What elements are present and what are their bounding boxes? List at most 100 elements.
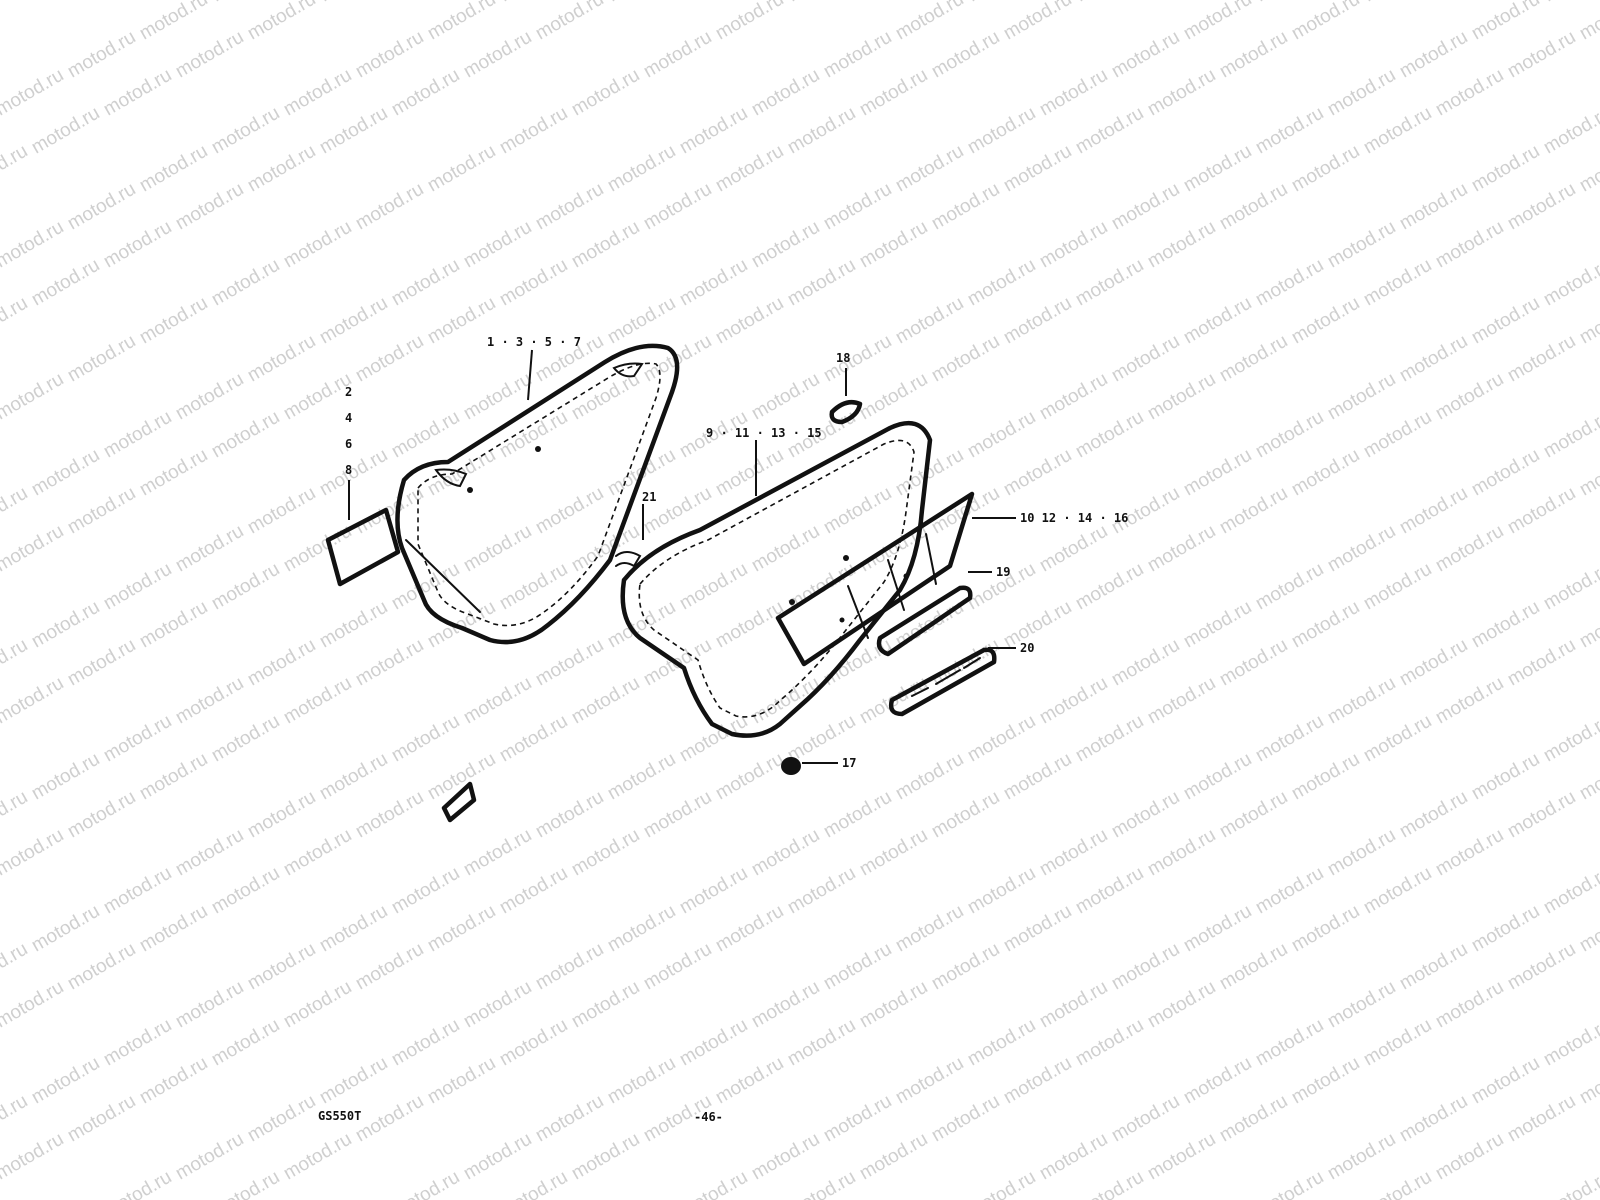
callout-8: 8 [345, 463, 352, 477]
callout-20: 20 [1020, 641, 1034, 655]
watermark-text: motod.ru [1396, 331, 1471, 387]
watermark-text: motod.ru [748, 977, 823, 1033]
watermark-text: motod.ru [712, 901, 787, 957]
watermark-text: motod.ru [892, 293, 967, 349]
watermark-text: motod.ru [352, 331, 427, 387]
watermark-text: motod.ru [1504, 1091, 1579, 1147]
watermark-text: motod.ru [1468, 749, 1543, 805]
watermark-text: motod.ru [640, 939, 715, 995]
watermark-text: motod.ru [208, 1167, 283, 1200]
watermark-text: motod.ru [1144, 217, 1219, 273]
watermark-text: motod.ru [1108, 939, 1183, 995]
watermark-text: motod.ru [784, 1015, 859, 1071]
watermark-text: motod.ru [136, 1053, 211, 1109]
watermark-text: motod.ru [1000, 1053, 1075, 1109]
watermark-text: motod.ru [352, 939, 427, 995]
right-side-cover [620, 420, 933, 738]
watermark-text: motod.ru [784, 1167, 859, 1200]
watermark-text: motod.ru [316, 103, 391, 159]
watermark-text: motod.ru [1288, 445, 1363, 501]
watermark-text: motod.ru [1144, 521, 1219, 577]
watermark-text: motod.ru [1576, 1053, 1600, 1109]
watermark-text: motod.ru [1396, 939, 1471, 995]
watermark-text: motod.ru [1036, 673, 1111, 729]
callout-19: 19 [996, 565, 1010, 579]
watermark-text: motod.ru [1396, 787, 1471, 843]
watermark-text: motod.ru [280, 825, 355, 881]
watermark-text: motod.ru [460, 825, 535, 881]
watermark-text: motod.ru [0, 635, 31, 691]
watermark-text: motod.ru [208, 559, 283, 615]
watermark-text: motod.ru [352, 27, 427, 83]
watermark-text: motod.ru [100, 1167, 175, 1200]
watermark-text: motod.ru [1324, 521, 1399, 577]
watermark-text: motod.ru [856, 977, 931, 1033]
watermark-text: motod.ru [1072, 407, 1147, 463]
watermark-text: motod.ru [712, 749, 787, 805]
watermark-text: motod.ru [964, 103, 1039, 159]
watermark-text: motod.ru [460, 521, 535, 577]
watermark-text: motod.ru [604, 0, 679, 6]
watermark-text: motod.ru [1000, 597, 1075, 653]
watermark-text: motod.ru [208, 255, 283, 311]
watermark-text: motod.ru [1576, 293, 1600, 349]
watermark-text: motod.ru [712, 445, 787, 501]
watermark-text: motod.ru [604, 597, 679, 653]
watermark-text: motod.ru [1360, 407, 1435, 463]
watermark-text: motod.ru [316, 293, 391, 349]
watermark-text: motod.ru [568, 825, 643, 881]
callout-4: 4 [345, 411, 352, 425]
watermark-text: motod.ru [208, 407, 283, 463]
watermark-text: motod.ru [1288, 901, 1363, 957]
watermark-text: motod.ru [1000, 0, 1075, 44]
watermark-text: motod.ru [1180, 749, 1255, 805]
watermark-text: motod.ru [1360, 559, 1435, 615]
watermark-text: motod.ru [1540, 255, 1600, 311]
watermark-text: motod.ru [280, 673, 355, 729]
watermark-text: motod.ru [1324, 217, 1399, 273]
callout-9-11-13-15: 9 · 11 · 13 · 15 [706, 426, 822, 440]
watermark-text: motod.ru [1468, 293, 1543, 349]
watermark-text: motod.ru [496, 711, 571, 767]
watermark-text: motod.ru [424, 1053, 499, 1109]
watermark-text: motod.ru [0, 1091, 31, 1147]
watermark-text: motod.ru [568, 65, 643, 121]
watermark-text: motod.ru [1324, 1129, 1399, 1185]
watermark-text: motod.ru [0, 977, 67, 1033]
watermark-text: motod.ru [496, 1015, 571, 1071]
watermark-text: motod.ru [0, 141, 31, 197]
watermark-text: motod.ru [100, 407, 175, 463]
callout-18: 18 [836, 351, 850, 365]
watermark-text: motod.ru [964, 0, 1039, 6]
watermark-text: motod.ru [28, 749, 103, 805]
watermark-text: motod.ru [316, 0, 391, 6]
watermark-text: motod.ru [64, 787, 139, 843]
watermark-text: motod.ru [928, 787, 1003, 843]
watermark-text: motod.ru [1036, 1129, 1111, 1185]
watermark-text: motod.ru [1180, 293, 1255, 349]
watermark-text: motod.ru [712, 597, 787, 653]
watermark-text: motod.ru [748, 369, 823, 425]
watermark-text: motod.ru [1576, 901, 1600, 957]
watermark-text: motod.ru [1252, 103, 1327, 159]
watermark-text: motod.ru [208, 103, 283, 159]
watermark-text: motod.ru [1576, 445, 1600, 501]
watermark-text: motod.ru [172, 673, 247, 729]
watermark-text: motod.ru [964, 1167, 1039, 1200]
watermark-text: motod.ru [784, 255, 859, 311]
page-number: -46- [694, 1110, 723, 1124]
grommet-18 [829, 400, 863, 425]
watermark-text: motod.ru [0, 483, 31, 539]
watermark-text: motod.ru [1288, 141, 1363, 197]
watermark-text: motod.ru [352, 1091, 427, 1147]
watermark-text: motod.ru [0, 293, 31, 349]
clip-21 [615, 551, 642, 568]
watermark-text: motod.ru [1108, 331, 1183, 387]
watermark-text: motod.ru [28, 255, 103, 311]
watermark-text: motod.ru [280, 977, 355, 1033]
watermark-text: motod.ru [640, 179, 715, 235]
watermark-text: motod.ru [928, 27, 1003, 83]
watermark-text: motod.ru [496, 1167, 571, 1200]
watermark-text: motod.ru [496, 559, 571, 615]
